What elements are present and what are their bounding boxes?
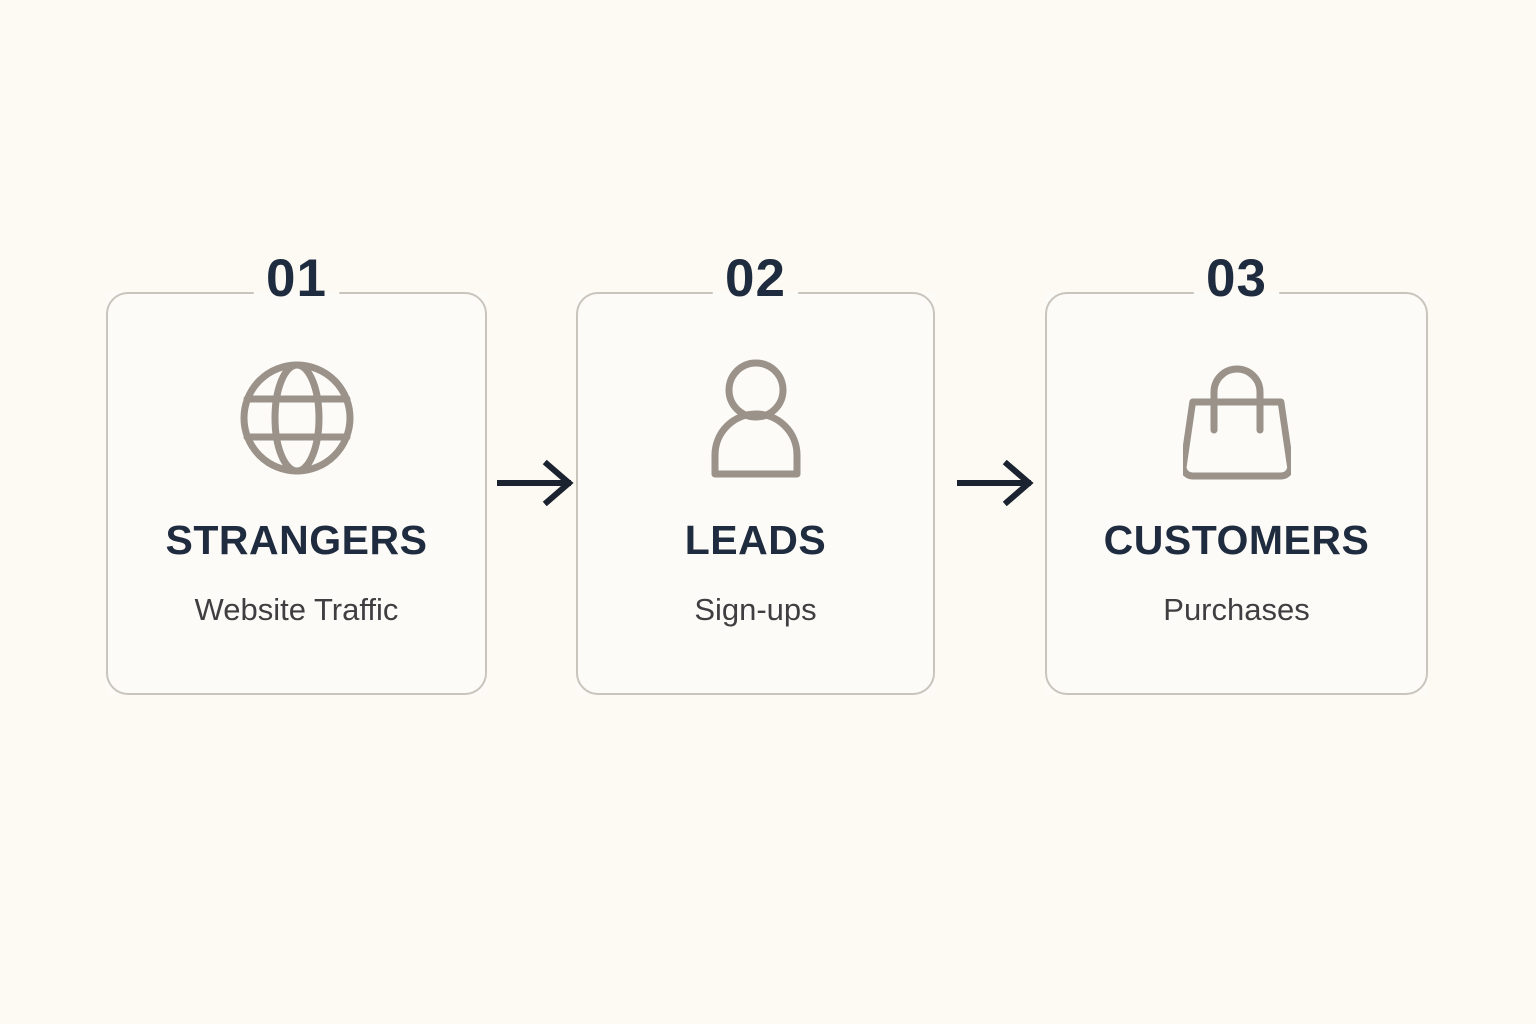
stage-card-2[interactable]: 02 LEADS Sign-ups bbox=[576, 252, 935, 695]
stage-subtitle-3: Purchases bbox=[1163, 592, 1310, 627]
globe-icon bbox=[106, 350, 487, 485]
stage-title-2: LEADS bbox=[684, 517, 827, 563]
stage-card-3[interactable]: 03 CUSTOMERS Purchases bbox=[1045, 252, 1428, 695]
arrow-right-icon bbox=[497, 459, 577, 507]
stage-card-1[interactable]: 01 STRANGERS Website Traffic bbox=[106, 252, 487, 695]
card-border-frame bbox=[106, 292, 487, 695]
stage-title-3: CUSTOMERS bbox=[1103, 517, 1370, 563]
stage-title-1: STRANGERS bbox=[165, 517, 428, 563]
arrow-right-icon bbox=[957, 459, 1037, 507]
stage-number-2: 02 bbox=[725, 249, 786, 308]
card-border-frame bbox=[1045, 292, 1428, 695]
stage-subtitle-2: Sign-ups bbox=[694, 592, 817, 627]
stage-number-1: 01 bbox=[266, 249, 327, 308]
person-icon bbox=[576, 350, 935, 485]
card-border-frame bbox=[576, 292, 935, 695]
shopping-bag-icon bbox=[1045, 350, 1428, 485]
stage-number-3: 03 bbox=[1206, 249, 1267, 308]
stage-subtitle-1: Website Traffic bbox=[194, 592, 399, 627]
